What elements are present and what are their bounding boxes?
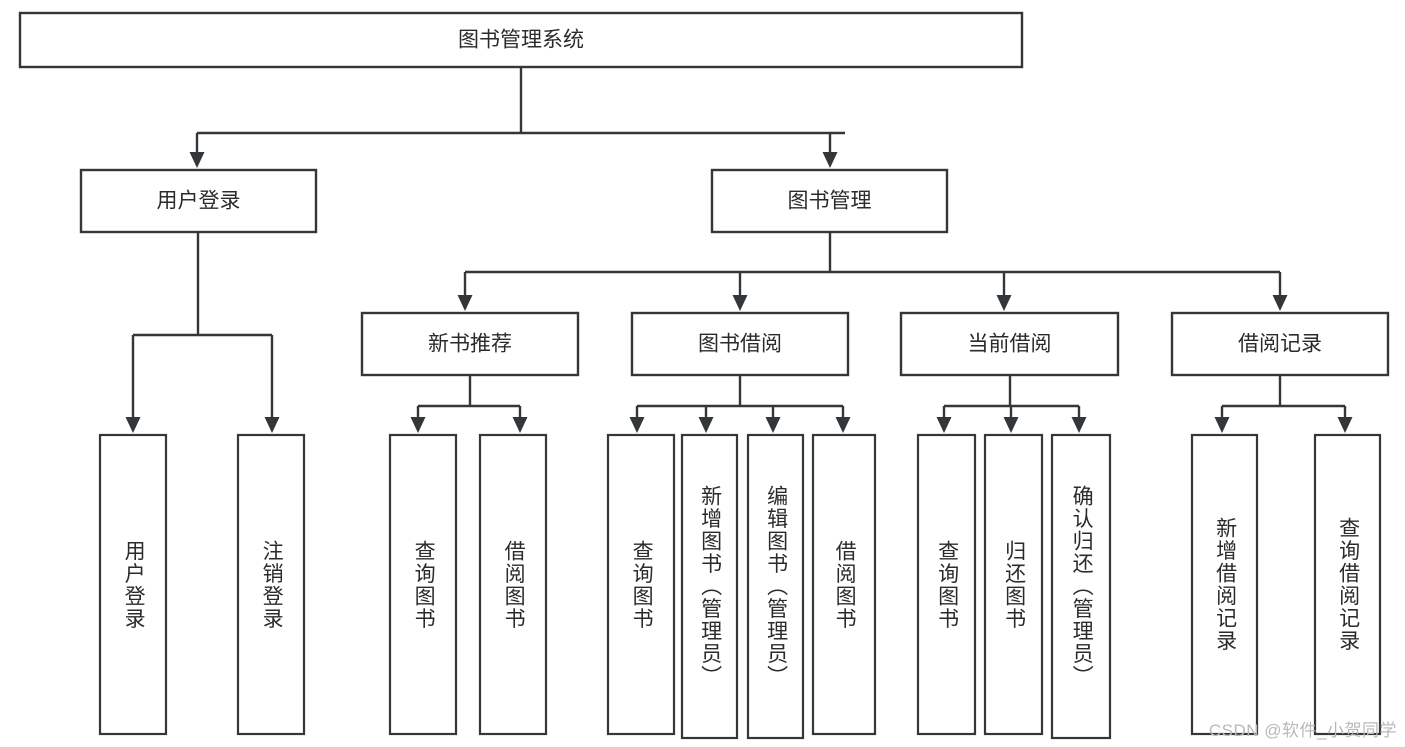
arrow-head-icon <box>1003 417 1019 433</box>
node-box-leaf-add-record[interactable] <box>1190 433 1259 736</box>
node-box-leaf-query-record[interactable] <box>1313 433 1382 736</box>
node-box-leaf-return-book[interactable] <box>983 433 1044 736</box>
node-box-current-borrow[interactable] <box>899 311 1120 377</box>
node-box-leaf-add-book[interactable] <box>680 433 739 740</box>
node-box-leaf-query-book-1[interactable] <box>388 433 458 736</box>
arrow-head-icon <box>1071 417 1087 433</box>
arrow-head-icon <box>457 295 473 311</box>
node-box-leaf-edit-book[interactable] <box>746 433 805 740</box>
node-label-borrow-records: 借阅记录 <box>1238 333 1322 356</box>
arrow-head-icon <box>1337 417 1353 433</box>
arrow-head-icon <box>936 417 952 433</box>
arrow-head-icon <box>1272 295 1288 311</box>
arrow-head-icon <box>410 417 426 433</box>
node-label-new-book-rec: 新书推荐 <box>428 333 512 356</box>
node-label-book-borrow: 图书借阅 <box>698 333 782 356</box>
node-label-book-manage: 图书管理 <box>788 190 872 213</box>
node-box-leaf-confirm-return[interactable] <box>1050 433 1112 740</box>
node-box-user-login[interactable] <box>79 168 318 234</box>
arrowhead-layer <box>125 152 1353 433</box>
node-box-leaf-borrow-book-1[interactable] <box>478 433 548 736</box>
arrow-head-icon <box>698 417 714 433</box>
arrow-head-icon <box>264 417 280 433</box>
arrow-head-icon <box>765 417 781 433</box>
arrow-head-icon <box>125 417 141 433</box>
node-box-leaf-query-book-3[interactable] <box>916 433 977 736</box>
node-label-current-borrow: 当前借阅 <box>968 333 1052 356</box>
arrow-head-icon <box>629 417 645 433</box>
node-box-borrow-records[interactable] <box>1170 311 1390 377</box>
node-box-layer <box>18 11 1390 740</box>
node-box-leaf-query-book-2[interactable] <box>606 433 676 736</box>
arrow-head-icon <box>822 152 838 168</box>
arrow-head-icon <box>732 295 748 311</box>
node-box-leaf-user-login[interactable] <box>98 433 168 736</box>
node-box-leaf-logout[interactable] <box>236 433 306 736</box>
node-box-new-book-rec[interactable] <box>360 311 580 377</box>
node-box-root[interactable] <box>18 11 1024 69</box>
node-label-user-login: 用户登录 <box>157 190 241 213</box>
arrow-head-icon <box>996 295 1012 311</box>
node-label-root: 图书管理系统 <box>458 29 584 52</box>
csdn-watermark: CSDN @软件_小贺同学 <box>1208 721 1397 740</box>
node-box-leaf-borrow-book-2[interactable] <box>811 433 877 736</box>
arrow-head-icon <box>189 152 205 168</box>
arrow-head-icon <box>1214 417 1230 433</box>
node-box-book-manage[interactable] <box>710 168 949 234</box>
node-box-book-borrow[interactable] <box>630 311 850 377</box>
arrow-head-icon <box>835 417 851 433</box>
arrow-head-icon <box>512 417 528 433</box>
